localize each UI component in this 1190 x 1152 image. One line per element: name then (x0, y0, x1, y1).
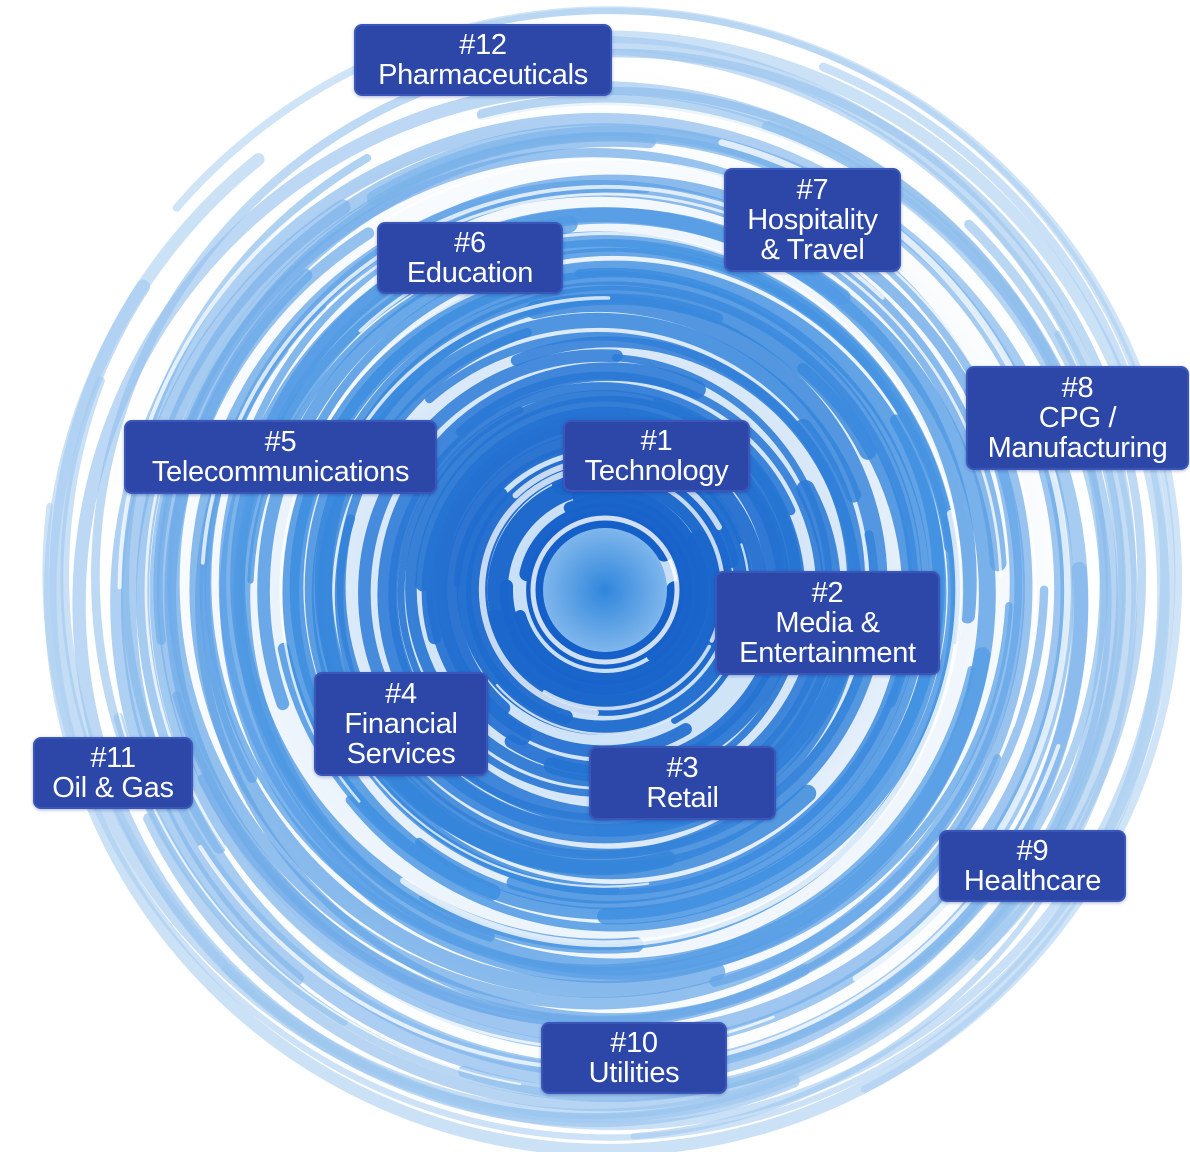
swirl-highlight (400, 510, 963, 948)
industry-name: CPG / (1038, 402, 1117, 434)
industry-name: Services (346, 738, 456, 770)
swirl-highlight (542, 644, 712, 711)
swirl-band (519, 502, 693, 662)
swirl-band (444, 431, 767, 715)
rank-number: #5 (264, 426, 297, 458)
swirl-band (44, 30, 1170, 1152)
industry-name: Telecommunications (151, 456, 410, 488)
swirl-highlight (279, 290, 479, 803)
industry-label-retail: #3 Retail (589, 746, 776, 820)
industry-name: Pharmaceuticals (378, 59, 588, 91)
rank-number: #6 (454, 227, 486, 259)
swirl-highlight (371, 773, 650, 888)
swirl-band (143, 94, 1112, 1112)
swirl-band (514, 494, 701, 685)
swirl-highlight (104, 631, 522, 1086)
swirl-highlight (478, 471, 599, 716)
swirl-band (233, 215, 996, 976)
rank-number: #1 (640, 425, 673, 457)
industry-label-utilities: #10 Utilities (541, 1022, 727, 1094)
rank-number: #2 (811, 577, 844, 609)
industry-name: Healthcare (963, 865, 1102, 897)
swirl-core (543, 528, 667, 652)
swirl-band (218, 184, 1013, 980)
industry-name: Manufacturing (987, 432, 1168, 464)
industry-name: Media & (775, 607, 880, 639)
industry-label-hospitality-travel: #7 Hospitality & Travel (724, 168, 901, 272)
industry-name: Hospitality (747, 204, 878, 236)
rank-number: #10 (610, 1027, 658, 1059)
rank-number: #4 (385, 678, 417, 710)
industry-label-education: #6 Education (377, 222, 563, 294)
swirl-core-ring (530, 515, 680, 665)
industry-name: & Travel (760, 234, 865, 266)
rank-number: #9 (1016, 835, 1049, 867)
rank-number: #3 (666, 752, 699, 784)
industry-label-cpg-manufacturing: #8 CPG / Manufacturing (966, 366, 1189, 470)
rank-number: #7 (796, 174, 829, 206)
swirl-band (156, 132, 1069, 1045)
rank-number: #12 (459, 29, 507, 61)
industry-label-telecommunications: #5 Telecommunications (124, 420, 437, 494)
industry-name: Financial (344, 708, 458, 740)
industry-name: Entertainment (739, 637, 916, 669)
industry-name: Retail (646, 782, 719, 814)
industry-name: Technology (584, 455, 729, 487)
industry-name: Utilities (588, 1057, 680, 1089)
industry-label-oil-gas: #11 Oil & Gas (33, 737, 193, 809)
industry-label-financial-services: #4 Financial Services (314, 672, 488, 776)
industry-label-media-entertainment: #2 Media & Entertainment (715, 571, 940, 675)
industry-label-healthcare: #9 Healthcare (939, 830, 1126, 902)
rank-number: #11 (90, 742, 136, 774)
industry-name: Education (406, 257, 534, 289)
industry-label-technology: #1 Technology (563, 420, 750, 492)
rank-number: #8 (1061, 372, 1094, 404)
industry-name: Oil & Gas (52, 772, 174, 804)
industry-label-pharmaceuticals: #12 Pharmaceuticals (354, 24, 612, 96)
